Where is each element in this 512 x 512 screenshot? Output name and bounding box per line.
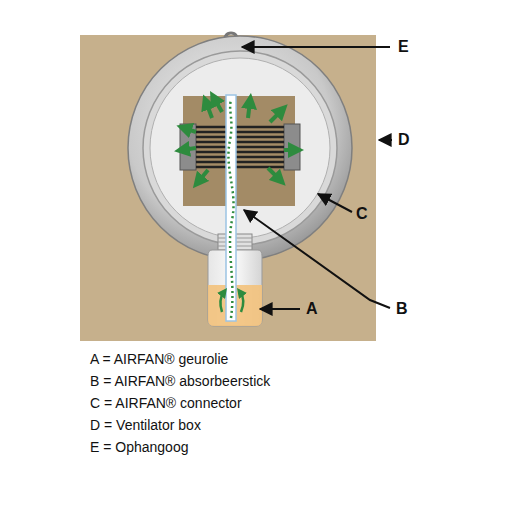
leader-arrow (260, 308, 300, 310)
filter-line (196, 131, 284, 134)
flow-arrow (220, 292, 224, 312)
filter-line (196, 161, 284, 164)
connector-ring (128, 36, 352, 260)
filter-line (196, 146, 284, 149)
air-arrow (214, 98, 222, 112)
callout-letter: D (398, 131, 410, 149)
filter-end (180, 124, 196, 170)
legend-line: D = Ventilator box (90, 418, 201, 433)
connector-inner-ring (143, 51, 337, 245)
filter-line (196, 156, 284, 159)
leader-arrow (318, 194, 352, 212)
filter-end (284, 124, 300, 170)
air-arrow (284, 148, 296, 152)
air-arrow (206, 102, 212, 118)
fan-opening (183, 96, 295, 206)
air-arrow (270, 110, 282, 122)
legend-line: B = AIRFAN® absorbeerstick (90, 374, 270, 389)
callout-letter: E (398, 38, 409, 56)
leader-arrow (242, 46, 390, 48)
absorb-stick (226, 95, 236, 321)
air-arrow (268, 168, 280, 180)
callout-letter: C (356, 205, 368, 223)
air-arrow (182, 148, 196, 150)
air-arrow (198, 170, 208, 182)
filter-line (196, 166, 284, 169)
air-arrows (182, 98, 296, 182)
air-arrow (248, 101, 250, 118)
filter-grid (196, 127, 284, 167)
legend-line: E = Ophangoog (90, 440, 188, 455)
leader-arrow (244, 210, 390, 308)
legend-line: C = AIRFAN® connector (90, 396, 242, 411)
filter-line (196, 141, 284, 144)
filter-line (196, 126, 284, 129)
oil-flow (228, 100, 233, 318)
ventilator-box (80, 35, 376, 341)
callout-letter: A (306, 300, 318, 318)
callout-letter: B (396, 300, 408, 318)
legend-line: A = AIRFAN® geurolie (90, 352, 228, 367)
filter-line (196, 136, 284, 139)
filter-line (196, 151, 284, 154)
air-arrow (184, 128, 196, 132)
leader-arrow (379, 139, 392, 141)
flow-arrow (240, 292, 243, 312)
connector-face (150, 58, 330, 238)
